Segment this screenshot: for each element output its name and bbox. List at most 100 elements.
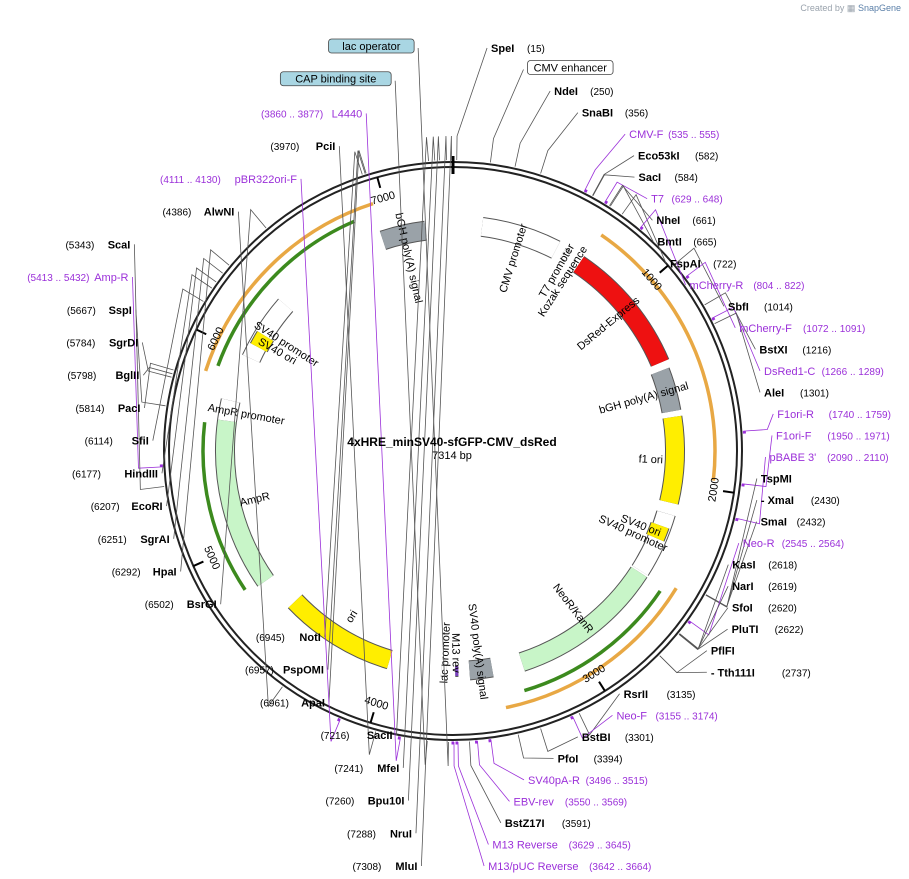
leader-line <box>338 146 377 755</box>
enzyme-fspai[interactable]: FspAI(722) <box>670 258 736 270</box>
enzyme-hpai[interactable]: HpaI(6292) <box>112 567 177 579</box>
annotation-lac-operator[interactable]: lac operator <box>328 38 415 54</box>
tick-mark <box>598 681 606 692</box>
enzyme-position: (6207) <box>91 502 120 513</box>
enzyme-alei[interactable]: AleI(1301) <box>764 387 829 399</box>
primer-name: Neo-F <box>616 710 647 722</box>
enzyme-ndei[interactable]: NdeI(250) <box>554 86 613 98</box>
enzyme-name: BstZ17I <box>505 818 545 830</box>
annotation-cap-binding-site[interactable]: CAP binding site <box>279 71 392 87</box>
enzyme-noti[interactable]: NotI(6945) <box>256 632 321 644</box>
enzyme-name: BstXI <box>759 344 787 356</box>
enzyme-tspmi[interactable]: TspMI <box>761 474 792 486</box>
primer-f1ori-f[interactable]: F1ori-F(1950 .. 1971) <box>776 430 890 442</box>
primer-amp-r[interactable]: Amp-R(5413 .. 5432) <box>27 272 128 284</box>
enzyme-kasi[interactable]: KasI(2618) <box>732 560 797 572</box>
enzyme-sspi[interactable]: SspI(5667) <box>67 305 132 317</box>
enzyme-xmai[interactable]: - XmaI(2430) <box>761 495 840 507</box>
enzyme-bsrgi[interactable]: BsrGI(6502) <box>145 599 217 611</box>
enzyme-name: SfiI <box>132 436 149 448</box>
enzyme-bstbi[interactable]: BstBI(3301) <box>582 732 654 744</box>
enzyme-pspomi[interactable]: PspOMI(6957) <box>245 665 324 677</box>
primer-name: pBABE 3' <box>769 452 816 464</box>
primer-name: F1ori-F <box>776 430 812 442</box>
enzyme-position: (7241) <box>334 764 363 775</box>
primer-m13-reverse[interactable]: M13 Reverse(3629 .. 3645) <box>492 839 630 851</box>
enzyme-sgrai[interactable]: SgrAI(6251) <box>98 534 170 546</box>
enzyme-position: (3394) <box>594 754 623 765</box>
enzyme-nrui[interactable]: NruI(7288) <box>347 828 412 840</box>
enzyme-position: (1216) <box>802 345 831 356</box>
enzyme-bstz17i[interactable]: BstZ17I(3591) <box>505 818 591 830</box>
enzyme-mfei[interactable]: MfeI(7241) <box>334 763 399 775</box>
enzyme-apai[interactable]: ApaI(6961) <box>260 697 325 709</box>
enzyme-paci[interactable]: PacI(5814) <box>76 403 141 415</box>
enzyme-sacii[interactable]: SacII(7216) <box>321 730 393 742</box>
leader-line <box>324 151 363 637</box>
enzyme-saci[interactable]: SacI(584) <box>638 172 697 184</box>
leader-line <box>711 306 761 372</box>
annotation-cmv-enhancer[interactable]: CMV enhancer <box>527 60 614 75</box>
leader-line <box>489 69 524 163</box>
enzyme-pfoi[interactable]: PfoI(3394) <box>558 753 623 765</box>
primer-dsred1-c[interactable]: DsRed1-C(1266 .. 1289) <box>764 366 884 378</box>
leader-line <box>166 267 217 507</box>
feature-label: f1 ori <box>638 453 663 466</box>
enzyme-sfii[interactable]: SfiI(6114) <box>85 436 149 448</box>
snapgene-logo-icon: ▦ <box>846 3 856 13</box>
primer-pbr322ori-f[interactable]: pBR322ori-F(4111 .. 4130) <box>160 174 297 186</box>
primer-t7[interactable]: T7(629 .. 648) <box>651 194 723 206</box>
leader-line <box>327 150 366 670</box>
enzyme-name: Eco53kI <box>638 151 680 163</box>
enzyme-sgrdi[interactable]: SgrDI(5784) <box>66 337 138 349</box>
enzyme-position: (665) <box>693 238 716 249</box>
leader-line <box>180 249 230 572</box>
enzyme-pcii[interactable]: PciI(3970) <box>270 141 335 153</box>
enzyme-bstxi[interactable]: BstXI (1216) <box>759 344 831 356</box>
primer-l4440[interactable]: L4440(3860 .. 3877) <box>261 108 362 120</box>
enzyme-sbfi[interactable]: SbfI(1014) <box>728 301 793 313</box>
enzyme-pflfi[interactable]: PflFI <box>711 646 735 658</box>
enzyme-name: SacII <box>367 730 393 742</box>
enzyme-tth111i[interactable]: - Tth111I(2737) <box>711 667 811 679</box>
enzyme-bpu10i[interactable]: Bpu10I(7260) <box>325 796 404 808</box>
enzyme-nari[interactable]: NarI(2619) <box>732 581 797 593</box>
enzyme-scai[interactable]: ScaI(5343) <box>65 239 130 251</box>
primer-range: (3860 .. 3877) <box>261 109 323 120</box>
primer-name: Neo-R <box>743 538 775 550</box>
enzyme-hindiii[interactable]: HindIII(6177) <box>72 468 158 480</box>
enzyme-nhei[interactable]: NheI(661) <box>656 215 715 227</box>
enzyme-name: RsrII <box>624 689 648 701</box>
enzyme-position: (356) <box>625 109 648 120</box>
feature-label: SV40 poly(A) signal <box>465 603 489 700</box>
leader-line <box>453 741 485 867</box>
enzyme-spei[interactable]: SpeI(15) <box>491 43 545 55</box>
primer-ebv-rev[interactable]: EBV-rev(3550 .. 3569) <box>513 796 627 808</box>
enzyme-alwni[interactable]: AlwNI(4386) <box>162 207 234 219</box>
enzyme-name: AleI <box>764 387 784 399</box>
enzyme-rsrii[interactable]: RsrII(3135) <box>624 689 696 701</box>
primer-marker <box>570 715 574 720</box>
enzyme-pluti[interactable]: PluTI(2622) <box>732 624 804 636</box>
primer-sv40pa-r[interactable]: SV40pA-R(3496 .. 3515) <box>528 775 648 787</box>
enzyme-sfoi[interactable]: SfoI(2620) <box>732 603 797 615</box>
leader-line <box>540 728 579 752</box>
enzyme-bmti[interactable]: BmtI(665) <box>657 237 716 249</box>
primer-mcherry-f[interactable]: mCherry-F(1072 .. 1091) <box>739 323 865 335</box>
enzyme-position: (5798) <box>67 371 96 382</box>
primer-pbabe-3[interactable]: pBABE 3'(2090 .. 2110) <box>769 452 888 464</box>
enzyme-bglii[interactable]: BglII(5798) <box>67 370 139 382</box>
leader-line <box>689 542 740 636</box>
enzyme-smai[interactable]: SmaI(2432) <box>761 517 826 529</box>
primer-mcherry-r[interactable]: mCherry-R(804 .. 822) <box>690 280 805 292</box>
feature-label: AmpR <box>239 490 272 509</box>
primer-m13-puc-reverse[interactable]: M13/pUC Reverse(3642 .. 3664) <box>488 861 651 873</box>
enzyme-snabi[interactable]: SnaBI(356) <box>582 108 648 120</box>
primer-neo-f[interactable]: Neo-F(3155 .. 3174) <box>616 710 717 722</box>
primer-cmv-f[interactable]: CMV-F(535 .. 555) <box>629 129 719 141</box>
enzyme-ecori[interactable]: EcoRI(6207) <box>91 501 163 513</box>
enzyme-eco53ki[interactable]: Eco53kI(582) <box>638 151 718 163</box>
primer-f1ori-r[interactable]: F1ori-R(1740 .. 1759) <box>777 409 891 421</box>
enzyme-mlui[interactable]: MluI(7308) <box>352 861 417 873</box>
primer-neo-r[interactable]: Neo-R(2545 .. 2564) <box>743 538 844 550</box>
